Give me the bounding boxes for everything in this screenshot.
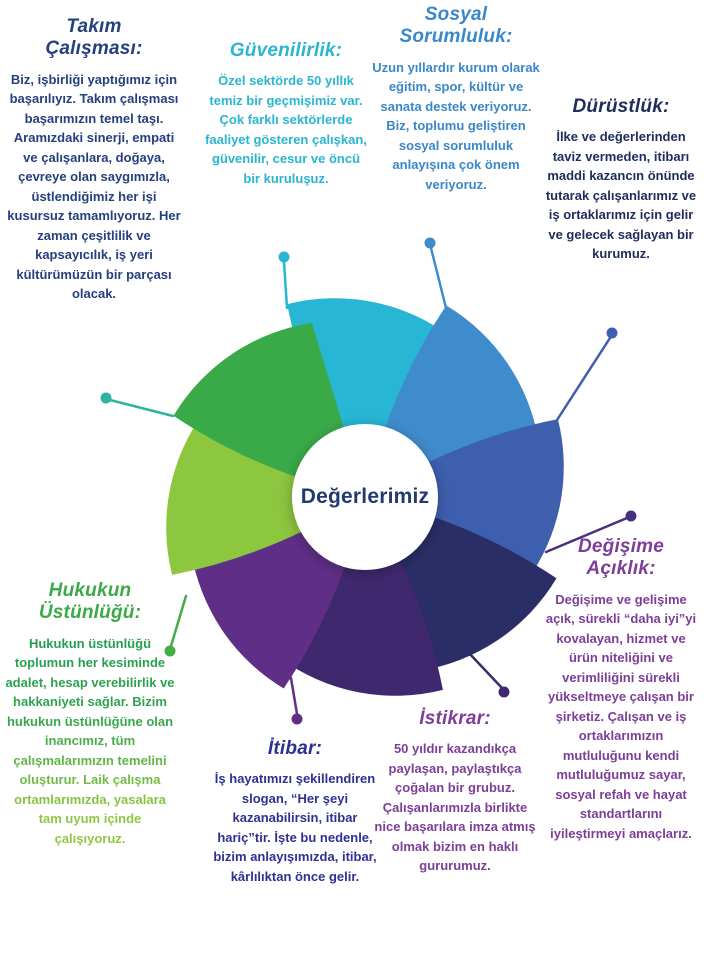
wheel-segment-guvenilirlik — [287, 298, 451, 497]
value-block-hukukun-ustunlugu: Hukukun Üstünlüğü: Hukukun üstünlüğü top… — [4, 580, 176, 848]
value-block-itibar: İtibar: İş hayatımızı şekillendiren slog… — [212, 738, 378, 886]
value-block-takim-calismasi: Takım Çalışması: Biz, işbirliği yaptığım… — [6, 16, 182, 304]
connector-dot — [278, 251, 290, 263]
connector-hukukun-ustunlugu — [164, 594, 188, 657]
connector-dot — [291, 713, 303, 725]
connector-sosyal-sorumluluk — [424, 237, 448, 310]
value-body-itibar: İş hayatımızı şekillendiren slogan, “Her… — [213, 771, 377, 884]
value-body-takim-calismasi: Biz, işbirliği yaptığımız için başarılıy… — [7, 71, 181, 302]
connector-dot — [606, 327, 618, 339]
connector-istikrar — [466, 650, 510, 698]
connector-line — [466, 650, 504, 690]
connector-itibar — [289, 676, 303, 725]
value-body-sosyal-sorumluluk: Uzun yıllardır kurum olarak eğitim, spor… — [372, 59, 540, 192]
connector-dot — [424, 237, 436, 249]
connector-dot — [498, 686, 510, 698]
connector-line — [555, 336, 612, 422]
connector-line — [429, 246, 448, 310]
value-body-degisime-aciklik: Değişime ve gelişime açık, sürekli “daha… — [545, 591, 697, 841]
value-body-guvenilirlik: Özel sektörde 50 yıllık temiz bir geçmiş… — [205, 73, 367, 186]
connector-degisime-aciklik — [544, 510, 637, 554]
value-block-istikrar: İstikrar: 50 yıldır kazandıkça paylaşan,… — [370, 708, 540, 876]
value-block-degisime-aciklik: Değişime Açıklık: Değişime ve gelişime a… — [541, 536, 701, 843]
connector-line — [544, 516, 629, 554]
connector-guvenilirlik — [278, 251, 290, 310]
connector-dot — [164, 645, 176, 657]
value-title-istikrar: İstikrar: — [419, 708, 491, 729]
connector-takim-calismasi — [100, 392, 175, 418]
value-title-itibar: İtibar: — [267, 738, 323, 759]
value-title-durustluk: Dürüstlük: — [572, 96, 670, 117]
value-body-istikrar: 50 yıldır kazandıkça paylaşan, paylaştık… — [374, 741, 536, 874]
value-title-guvenilirlik: Güvenilirlik: — [229, 40, 343, 61]
connector-durustluk — [555, 327, 618, 422]
value-title-degisime-aciklik: Değişime Açıklık: — [577, 536, 665, 580]
connector-dot — [100, 392, 112, 404]
connector-line — [169, 594, 188, 648]
value-block-sosyal-sorumluluk: Sosyal Sorumluluk: Uzun yıllardır kurum … — [372, 4, 540, 194]
connector-line — [282, 260, 289, 310]
value-block-durustluk: Dürüstlük: İlke ve değerlerinden taviz v… — [541, 96, 701, 264]
value-title-hukukun-ustunlugu: Hukukun Üstünlüğü: — [38, 580, 142, 624]
connector-line — [289, 676, 299, 716]
center-circle — [292, 424, 438, 570]
value-body-hukukun-ustunlugu: Hukukun üstünlüğü toplumun her kesiminde… — [4, 634, 176, 849]
value-title-takim-calismasi: Takım Çalışması: — [45, 16, 143, 60]
wheel-segment-istikrar — [279, 497, 443, 696]
wheel-segment-durustluk — [365, 419, 564, 583]
value-title-sosyal-sorumluluk: Sosyal Sorumluluk: — [399, 4, 513, 48]
connector-line — [108, 398, 175, 418]
value-body-durustluk: İlke ve değerlerinden taviz vermeden, it… — [545, 129, 697, 262]
wheel-segment-hukukun-ustunlugu — [166, 411, 365, 575]
value-block-guvenilirlik: Güvenilirlik: Özel sektörde 50 yıllık te… — [203, 40, 369, 188]
center-title: Değerlerimiz — [300, 485, 430, 508]
connector-dot — [625, 510, 637, 522]
